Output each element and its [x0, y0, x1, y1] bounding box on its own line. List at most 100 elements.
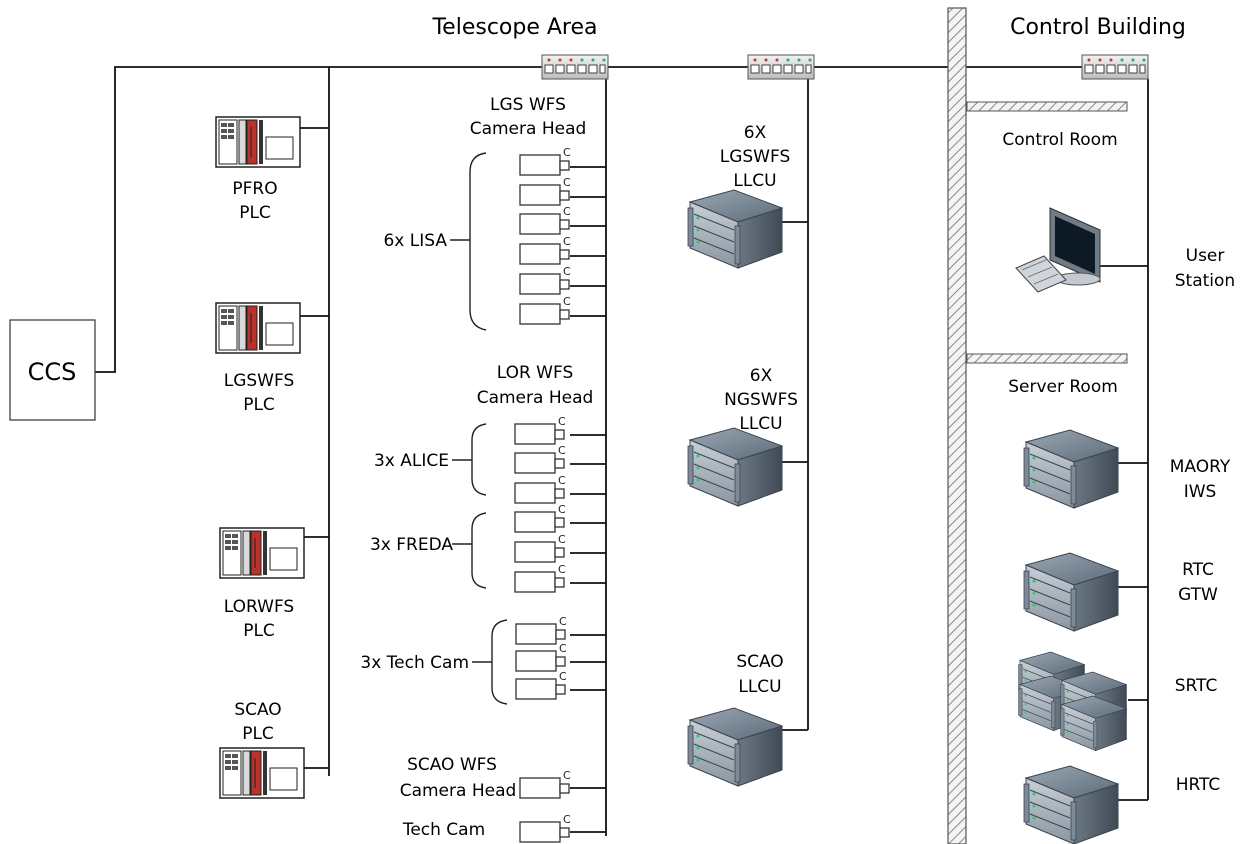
- camera-icon: [519, 243, 570, 265]
- plc-icon: [219, 527, 305, 579]
- server-room-wall: [966, 353, 1128, 364]
- camera-icon: [519, 154, 570, 176]
- alice-cameras: [514, 423, 565, 504]
- plc-label-lgswfs-2: PLC: [243, 395, 275, 415]
- camera-icon: [514, 541, 565, 563]
- camera-markers: C C C C C C C C C C C C C C C C C: [558, 146, 571, 826]
- llcu-ngswfs-label-3: LLCU: [739, 414, 782, 434]
- group-label-lisa: 6x LISA: [383, 231, 447, 251]
- lor-camera-head-label-2: Camera Head: [477, 388, 594, 408]
- network-switch-icon: [747, 54, 815, 80]
- camera-marker: C: [563, 813, 571, 826]
- server-label-srtc: SRTC: [1175, 676, 1218, 696]
- building-wall: [947, 7, 967, 844]
- ccs-box: [9, 319, 96, 421]
- camera-icon: [514, 423, 565, 445]
- camera-marker: C: [563, 265, 571, 278]
- network-switch-icon: [541, 54, 609, 80]
- camera-marker: C: [558, 444, 566, 457]
- camera-marker: C: [563, 205, 571, 218]
- camera-marker: C: [558, 474, 566, 487]
- server-rack-icon: [687, 189, 783, 269]
- camera-icon: [514, 452, 565, 474]
- camera-marker: C: [558, 563, 566, 576]
- server-rack-icon: [1023, 552, 1119, 632]
- llcu-lgswfs-label-2: LGSWFS: [720, 147, 791, 167]
- camera-marker: C: [559, 615, 567, 628]
- user-station-label-2: Station: [1175, 271, 1235, 291]
- user-station-label-1: User: [1186, 246, 1225, 266]
- camera-marker: C: [558, 533, 566, 546]
- camera-icon: [514, 571, 565, 593]
- lisa-cameras: [519, 154, 570, 325]
- server-rack-icon: [687, 707, 783, 787]
- lor-camera-head-label-1: LOR WFS: [497, 363, 574, 383]
- freda-cameras: [514, 511, 565, 593]
- lgs-camera-head-label-1: LGS WFS: [490, 95, 566, 115]
- tech-cam-label: Tech Cam: [402, 820, 485, 840]
- camera-marker: C: [563, 769, 571, 782]
- server-rack-icon: [687, 427, 783, 507]
- group-label-alice: 3x ALICE: [374, 451, 449, 471]
- camera-icon: [515, 623, 566, 645]
- server-room-label: Server Room: [1008, 377, 1118, 397]
- camera-icon: [519, 821, 570, 843]
- plc-label-pfro-2: PLC: [239, 203, 271, 223]
- camera-icon: [519, 777, 570, 799]
- llcu-ngswfs-label-1: 6X: [750, 366, 773, 386]
- plc-icon: [215, 116, 301, 168]
- llcu-lgswfs-label-3: LLCU: [733, 171, 776, 191]
- server-label-hrtc: HRTC: [1176, 775, 1221, 795]
- plc-label-lorwfs-2: PLC: [243, 621, 275, 641]
- lgs-camera-head-label-2: Camera Head: [470, 119, 587, 139]
- plc-icon: [215, 302, 301, 354]
- llcu-scao-label-1: SCAO: [736, 652, 783, 672]
- camera-icon: [514, 482, 565, 504]
- network-wires: [95, 66, 1149, 836]
- telescope-area-title: Telescope Area: [431, 15, 597, 40]
- server-label-rtc-1: RTC: [1182, 560, 1214, 580]
- plc-label-scao-1: SCAO: [234, 700, 281, 720]
- camera-marker: C: [559, 670, 567, 683]
- network-switch-icon: [1081, 54, 1149, 80]
- group-label-techcam: 3x Tech Cam: [360, 653, 469, 673]
- camera-marker: C: [558, 503, 566, 516]
- server-label-maory-1: MAORY: [1170, 457, 1231, 477]
- llcu-scao-label-2: LLCU: [738, 677, 781, 697]
- camera-group-braces: [450, 152, 508, 705]
- group-label-freda: 3x FREDA: [370, 535, 453, 555]
- camera-icon: [514, 511, 565, 533]
- control-room-label: Control Room: [1002, 130, 1117, 150]
- scao-camera-head-label-2: Camera Head: [400, 781, 517, 801]
- camera-icon: [519, 273, 570, 295]
- camera-marker: C: [563, 146, 571, 159]
- camera-marker: C: [563, 295, 571, 308]
- server-label-rtc-2: GTW: [1178, 585, 1218, 605]
- plc-icon: [219, 747, 305, 799]
- plc-label-lorwfs-1: LORWFS: [224, 597, 294, 617]
- plc-label-pfro-1: PFRO: [232, 179, 277, 199]
- ccs-label: CCS: [28, 358, 77, 386]
- camera-icon: [515, 678, 566, 700]
- scao-camera-head-label-1: SCAO WFS: [407, 755, 497, 775]
- plc-label-scao-2: PLC: [242, 724, 274, 744]
- control-room-wall: [966, 101, 1128, 112]
- server-rack-icon: [1023, 429, 1119, 509]
- camera-marker: C: [559, 642, 567, 655]
- camera-marker: C: [558, 415, 566, 428]
- techcam-cameras: [515, 623, 566, 700]
- camera-icon: [519, 213, 570, 235]
- srtc-cluster: [1018, 651, 1127, 751]
- llcu-ngswfs-label-2: NGSWFS: [724, 390, 798, 410]
- control-building-title: Control Building: [1010, 15, 1186, 40]
- server-label-maory-2: IWS: [1184, 482, 1217, 502]
- camera-icon: [519, 184, 570, 206]
- server-rack-icon: [1023, 765, 1119, 844]
- camera-marker: C: [563, 176, 571, 189]
- camera-marker: C: [563, 235, 571, 248]
- plc-label-lgswfs-1: LGSWFS: [224, 371, 295, 391]
- llcu-lgswfs-label-1: 6X: [744, 123, 767, 143]
- workstation-icon: [1015, 207, 1101, 293]
- camera-icon: [515, 650, 566, 672]
